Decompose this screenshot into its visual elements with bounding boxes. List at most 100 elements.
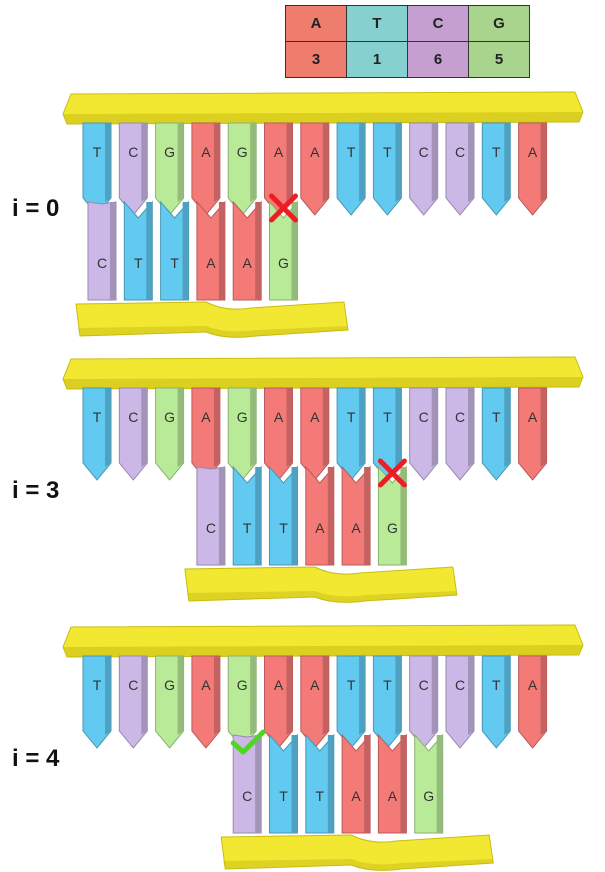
top-strand-letter: A xyxy=(310,144,320,160)
match-check-icon xyxy=(230,729,266,755)
legend-count-a: 3 xyxy=(285,41,347,78)
top-strand-letter: G xyxy=(237,677,248,693)
top-strand-base-shade xyxy=(286,388,293,467)
top-backbone-shadow xyxy=(63,112,583,124)
top-strand-letter: A xyxy=(201,144,211,160)
top-strand-base-shade xyxy=(322,656,329,735)
top-strand-base-shade xyxy=(504,388,511,467)
top-strand-base-shade xyxy=(395,388,402,467)
top-strand-base-shade xyxy=(177,388,184,467)
pattern-base-shade xyxy=(400,735,407,833)
top-strand-base-shade xyxy=(286,656,293,735)
top-strand-letter: A xyxy=(274,409,284,425)
pattern-letter: T xyxy=(243,520,252,536)
pattern-base-shade xyxy=(327,735,334,833)
top-strand-letter: T xyxy=(492,677,501,693)
pattern-letter: A xyxy=(388,788,398,804)
pattern-base-shade xyxy=(364,467,371,565)
pattern-base-shade xyxy=(291,202,298,300)
top-strand-base-shade xyxy=(213,656,220,735)
pattern-base-shade xyxy=(110,202,116,300)
top-strand-letter: A xyxy=(274,677,284,693)
top-strand-letter: G xyxy=(164,144,175,160)
pattern-base-shade xyxy=(436,735,443,833)
top-strand-base-shade xyxy=(177,656,184,735)
pattern-letter: A xyxy=(351,520,361,536)
top-strand-letter: T xyxy=(383,144,392,160)
top-strand-letter: G xyxy=(164,409,175,425)
pattern-letter: C xyxy=(97,255,107,271)
pattern-base-shade xyxy=(218,202,225,300)
top-strand-base-shade xyxy=(213,388,220,467)
top-strand-letter: C xyxy=(128,409,138,425)
top-strand-base-shade xyxy=(213,123,220,202)
top-strand-letter: A xyxy=(201,409,211,425)
top-strand-letter: G xyxy=(164,677,175,693)
pattern-base-shade xyxy=(327,467,334,565)
pattern-letter: C xyxy=(242,788,252,804)
pattern-letter: T xyxy=(316,788,325,804)
pattern-letter: A xyxy=(206,255,216,271)
top-strand-letter: A xyxy=(201,677,211,693)
top-strand-letter: C xyxy=(128,144,138,160)
top-strand-base-shade xyxy=(540,656,547,735)
top-strand-base-shade xyxy=(359,656,366,735)
pattern-base-shade xyxy=(182,202,189,300)
top-strand-base-shade xyxy=(105,388,111,467)
pattern-base-shade xyxy=(364,735,371,833)
top-strand-letter: C xyxy=(455,409,465,425)
top-strand-base-shade xyxy=(359,388,366,467)
top-strand-letter: C xyxy=(419,677,429,693)
pattern-letter: C xyxy=(206,520,216,536)
bottom-backbone-shadow xyxy=(223,859,494,871)
top-strand-base-shade xyxy=(359,123,366,202)
top-strand-letter: C xyxy=(455,144,465,160)
pattern-letter: T xyxy=(279,788,288,804)
top-strand-base-shade xyxy=(431,123,438,202)
top-strand-base-shade xyxy=(141,656,148,735)
top-strand-base-shade xyxy=(250,123,257,202)
pattern-base-shade xyxy=(291,735,298,833)
pattern-base-shade xyxy=(255,467,262,565)
top-strand-letter: C xyxy=(455,677,465,693)
top-strand-base-shade xyxy=(322,388,329,467)
top-strand-letter: T xyxy=(347,677,356,693)
pattern-letter: A xyxy=(243,255,253,271)
top-strand-letter: G xyxy=(237,409,248,425)
top-strand-base-shade xyxy=(540,388,547,467)
top-strand-letter: T xyxy=(383,677,392,693)
top-strand-base-shade xyxy=(286,123,293,202)
panel-label-1: i = 3 xyxy=(12,477,60,504)
top-backbone-shadow xyxy=(63,377,583,389)
top-strand-base-shade xyxy=(431,656,438,735)
legend-count-t: 1 xyxy=(346,41,408,78)
top-strand-base-shade xyxy=(395,656,402,735)
legend-base-a: A xyxy=(285,5,347,42)
pattern-base-shade xyxy=(400,467,407,565)
top-strand-base-shade xyxy=(141,123,148,202)
top-strand-letter: A xyxy=(528,144,538,160)
top-strand-letter: C xyxy=(419,144,429,160)
top-strand-base-shade xyxy=(431,388,438,467)
top-strand-base-shade xyxy=(504,123,511,202)
top-strand-base-shade xyxy=(141,388,148,467)
top-strand-base-shade xyxy=(105,123,111,202)
pattern-base-shade xyxy=(291,467,298,565)
legend-base-g: G xyxy=(468,5,530,42)
legend-base-c: C xyxy=(407,5,469,42)
pattern-base-shade xyxy=(218,467,225,565)
top-strand-letter: G xyxy=(237,144,248,160)
top-strand-letter: T xyxy=(347,144,356,160)
pattern-letter: T xyxy=(279,520,288,536)
pattern-base-shade xyxy=(255,735,262,833)
top-strand-letter: A xyxy=(528,409,538,425)
top-strand-letter: A xyxy=(274,144,284,160)
pattern-letter: G xyxy=(278,255,289,271)
top-strand-base-shade xyxy=(250,388,257,467)
top-strand-base-shade xyxy=(504,656,511,735)
top-strand-base-shade xyxy=(177,123,184,202)
top-strand-letter: A xyxy=(310,409,320,425)
top-strand-letter: T xyxy=(93,409,102,425)
pattern-letter: T xyxy=(134,255,143,271)
